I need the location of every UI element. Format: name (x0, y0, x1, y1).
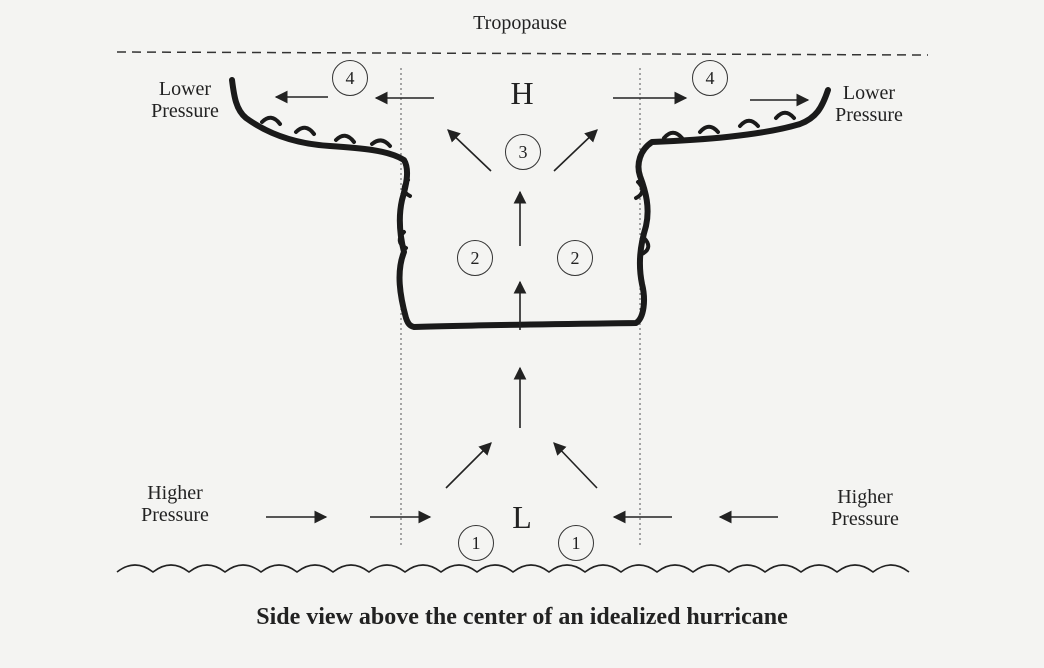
lower-pressure-label-left: Lower Pressure (151, 78, 219, 123)
low-pressure-center-label: L (512, 499, 532, 535)
marker-4-left: 4 (332, 60, 368, 96)
high-pressure-center-label: H (510, 75, 534, 111)
tropopause-label: Tropopause (473, 12, 567, 34)
convergence-diag-arrow-left (445, 442, 492, 489)
marker-1-left: 1 (458, 525, 494, 561)
marker-3: 3 (505, 134, 541, 170)
divergence-arrow-right (553, 129, 598, 172)
marker-2-right: 2 (557, 240, 593, 276)
lower-pressure-label-right: Lower Pressure (835, 82, 903, 127)
higher-pressure-label-right: Higher Pressure (831, 486, 899, 531)
divergence-arrow-left (447, 129, 492, 172)
marker-4-right: 4 (692, 60, 728, 96)
higher-pressure-label-left: Higher Pressure (141, 482, 209, 527)
cloud-fringe (260, 110, 796, 256)
diagram-caption: Side view above the center of an idealiz… (256, 604, 788, 630)
marker-2-left: 2 (457, 240, 493, 276)
convergence-diag-arrow-right (553, 442, 598, 489)
ocean-waves (116, 564, 910, 574)
marker-1-right: 1 (558, 525, 594, 561)
tropopause-line (116, 51, 929, 56)
cloud-outline (229, 77, 831, 330)
